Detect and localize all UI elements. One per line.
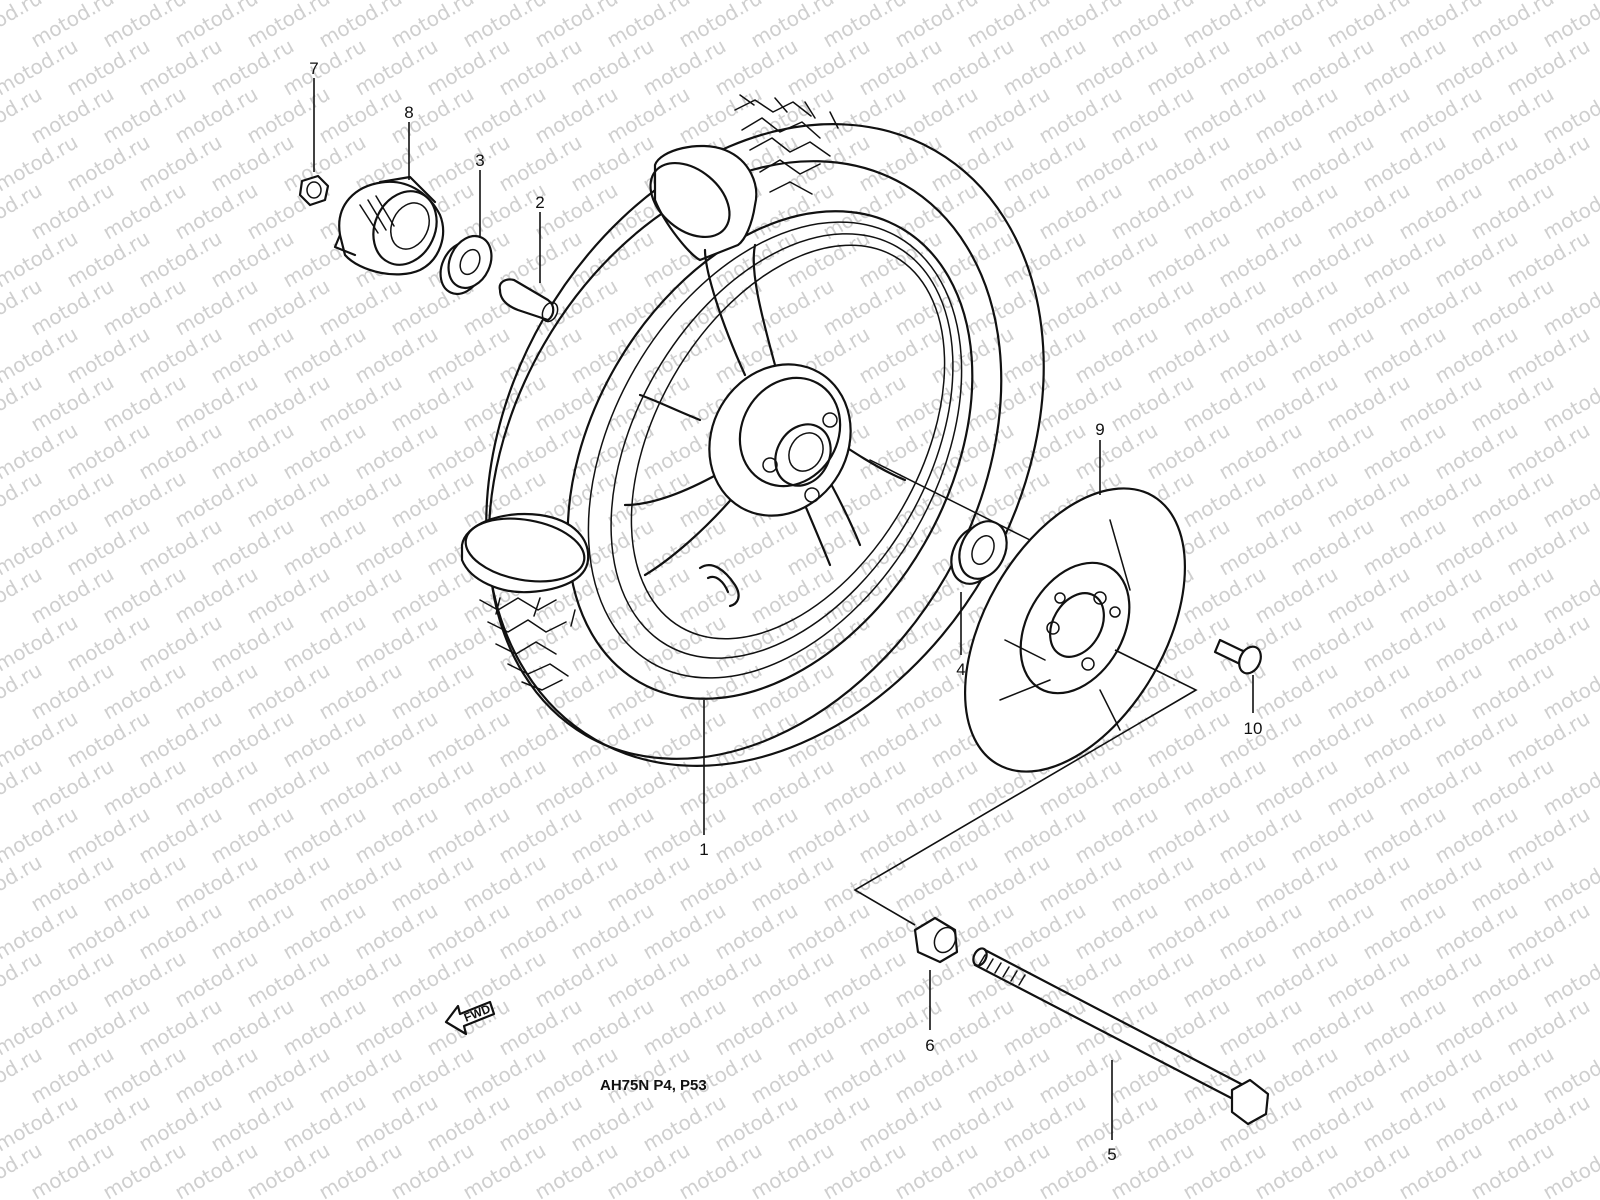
axle-nut <box>298 174 330 207</box>
axle-collar <box>913 916 959 964</box>
leader-lines <box>313 78 1254 1140</box>
speedometer-gearbox <box>333 175 445 276</box>
callout-4: 4 <box>956 660 965 679</box>
callout-6: 6 <box>925 1036 934 1055</box>
callout-1: 1 <box>699 840 708 859</box>
callout-3: 3 <box>475 151 484 170</box>
callout-2: 2 <box>535 193 544 212</box>
callout-5: 5 <box>1107 1145 1116 1164</box>
callout-9: 9 <box>1095 420 1104 439</box>
axle-centerline <box>869 459 1031 541</box>
callout-7: 7 <box>309 59 318 78</box>
front-axle <box>972 947 1270 1126</box>
disc-bolt <box>1213 638 1262 675</box>
callout-10: 10 <box>1244 719 1263 738</box>
wheel-bearing-right <box>950 520 1008 585</box>
wheel-bearing-left <box>439 235 493 295</box>
axle-spacer <box>498 278 559 323</box>
model-code-label: AH75N P4, P53 <box>600 1077 707 1094</box>
brake-disc <box>963 487 1187 773</box>
callout-8: 8 <box>404 103 413 122</box>
